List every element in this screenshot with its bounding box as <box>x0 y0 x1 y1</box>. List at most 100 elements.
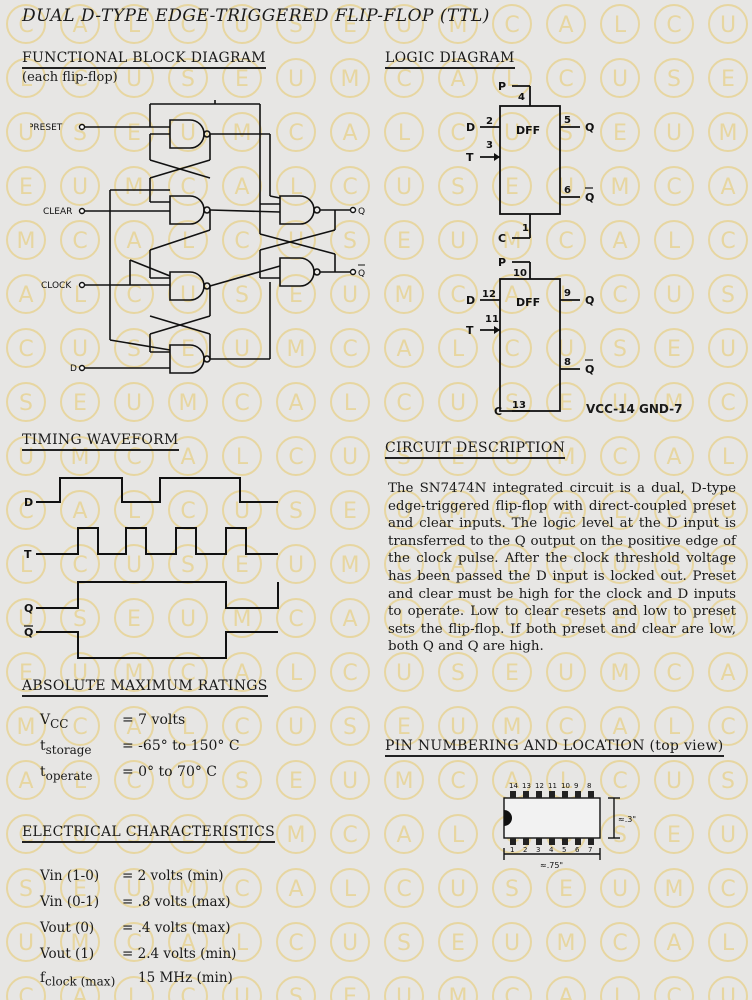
svg-text:C: C <box>666 985 681 1000</box>
watermark-mark: L <box>330 868 370 908</box>
rating-value-vcc: = 7 volts <box>122 712 186 728</box>
rating-row-operate: toperate <box>40 764 93 783</box>
top-pin <box>549 791 555 798</box>
timing-t-label: T <box>24 548 32 561</box>
watermark-mark: L <box>438 814 478 854</box>
watermark-mark: C <box>330 652 370 692</box>
watermark-mark: C <box>708 868 748 908</box>
svg-text:C: C <box>612 931 627 956</box>
svg-text:A: A <box>288 391 303 416</box>
bottom-pin <box>510 838 516 845</box>
ff2-qbar-label: Q <box>585 363 594 376</box>
logic-diagram-heading: LOGIC DIAGRAM <box>385 50 515 69</box>
bottom-pin-number: 6 <box>575 846 580 854</box>
svg-text:U: U <box>666 769 682 794</box>
svg-text:M: M <box>719 121 738 146</box>
svg-text:C: C <box>720 715 735 740</box>
elec-param-vout0: Vout (0) <box>40 920 95 936</box>
electrical-heading: ELECTRICAL CHARACTERISTICS <box>22 824 276 843</box>
bottom-pin <box>562 838 568 845</box>
watermark-mark: A <box>654 436 694 476</box>
bottom-pin <box>523 838 529 845</box>
svg-text:A: A <box>396 337 411 362</box>
svg-text:C: C <box>396 391 411 416</box>
svg-text:L: L <box>344 877 357 902</box>
ff1-p-pin: 4 <box>518 92 525 103</box>
watermark-mark: S <box>330 706 370 746</box>
ff2-c-pin: 13 <box>512 400 526 411</box>
ff1-qbar-label: Q <box>585 191 594 204</box>
watermark-mark: C <box>708 220 748 260</box>
svg-text:U: U <box>342 931 358 956</box>
watermark-mark: U <box>330 760 370 800</box>
svg-text:U: U <box>504 931 520 956</box>
svg-text:U: U <box>288 67 304 92</box>
watermark-mark: M <box>600 652 640 692</box>
svg-text:M: M <box>179 391 198 416</box>
watermark-mark: A <box>330 598 370 638</box>
svg-text:C: C <box>666 175 681 200</box>
svg-text:C: C <box>18 985 33 1000</box>
watermark-mark: C <box>654 652 694 692</box>
svg-text:E: E <box>343 985 357 1000</box>
ff1-qbar-pin: 6 <box>564 185 571 196</box>
svg-text:L: L <box>614 985 627 1000</box>
clear-input-label: CLEAR <box>43 207 72 217</box>
circuit-description-text: The SN7474N integrated circuit is a dual… <box>388 481 736 655</box>
ff2-d-pin: 12 <box>482 289 496 300</box>
watermark-mark: A <box>384 814 424 854</box>
watermark-mark: L <box>708 922 748 962</box>
functional-block-diagram: PRESET CLEAR CLOCK D Q Q <box>30 100 365 374</box>
svg-text:E: E <box>397 715 411 740</box>
svg-text:C: C <box>504 985 519 1000</box>
ff2-t-pin: 11 <box>485 314 499 325</box>
d-input-label: D <box>70 364 77 374</box>
svg-text:E: E <box>667 823 681 848</box>
watermark-mark: A <box>546 976 586 1000</box>
watermark-mark: A <box>384 328 424 368</box>
timing-d-label: D <box>24 496 33 509</box>
ff1-q-pin: 5 <box>564 115 571 126</box>
watermark-mark: E <box>492 652 532 692</box>
svg-text:U: U <box>396 661 412 686</box>
bottom-pin <box>536 838 542 845</box>
elec-param-vin10: Vin (1-0) <box>40 868 100 884</box>
svg-text:M: M <box>611 661 630 686</box>
watermark-mark: M <box>546 922 586 962</box>
top-pin-number: 8 <box>587 782 591 790</box>
svg-text:E: E <box>235 67 249 92</box>
watermark-mark: C <box>492 4 532 44</box>
bottom-pin-number: 2 <box>523 846 527 854</box>
svg-text:U: U <box>126 67 142 92</box>
watermark-mark: E <box>438 922 478 962</box>
svg-text:M: M <box>449 985 468 1000</box>
q-output-label: Q <box>358 207 365 217</box>
svg-text:L: L <box>344 391 357 416</box>
elec-value-vout0: = .4 volts (max) <box>122 920 231 936</box>
svg-text:L: L <box>722 931 735 956</box>
watermark-mark: E <box>654 328 694 368</box>
watermark-mark: C <box>654 976 694 1000</box>
ff2-qbar-pin: 8 <box>564 357 571 368</box>
watermark-mark: U <box>708 328 748 368</box>
watermark-mark: L <box>600 4 640 44</box>
svg-text:M: M <box>287 823 306 848</box>
bottom-pin <box>588 838 594 845</box>
top-pin-number: 14 <box>509 782 518 790</box>
svg-text:U: U <box>558 661 574 686</box>
clock-input-label: CLOCK <box>41 281 72 291</box>
svg-text:E: E <box>667 337 681 362</box>
absolute-max-table: VCC = 7 volts tstorage = -65° to 150° C … <box>40 712 300 792</box>
bottom-pin-number: 4 <box>549 846 554 854</box>
svg-text:C: C <box>558 715 573 740</box>
svg-text:A: A <box>342 607 357 632</box>
watermark-mark: M <box>384 274 424 314</box>
svg-text:C: C <box>234 391 249 416</box>
watermark-mark: U <box>708 814 748 854</box>
watermark-mark: L <box>384 112 424 152</box>
ff2-p-label: P <box>498 256 506 269</box>
svg-text:C: C <box>612 445 627 470</box>
svg-text:U: U <box>666 283 682 308</box>
svg-text:L: L <box>452 823 465 848</box>
